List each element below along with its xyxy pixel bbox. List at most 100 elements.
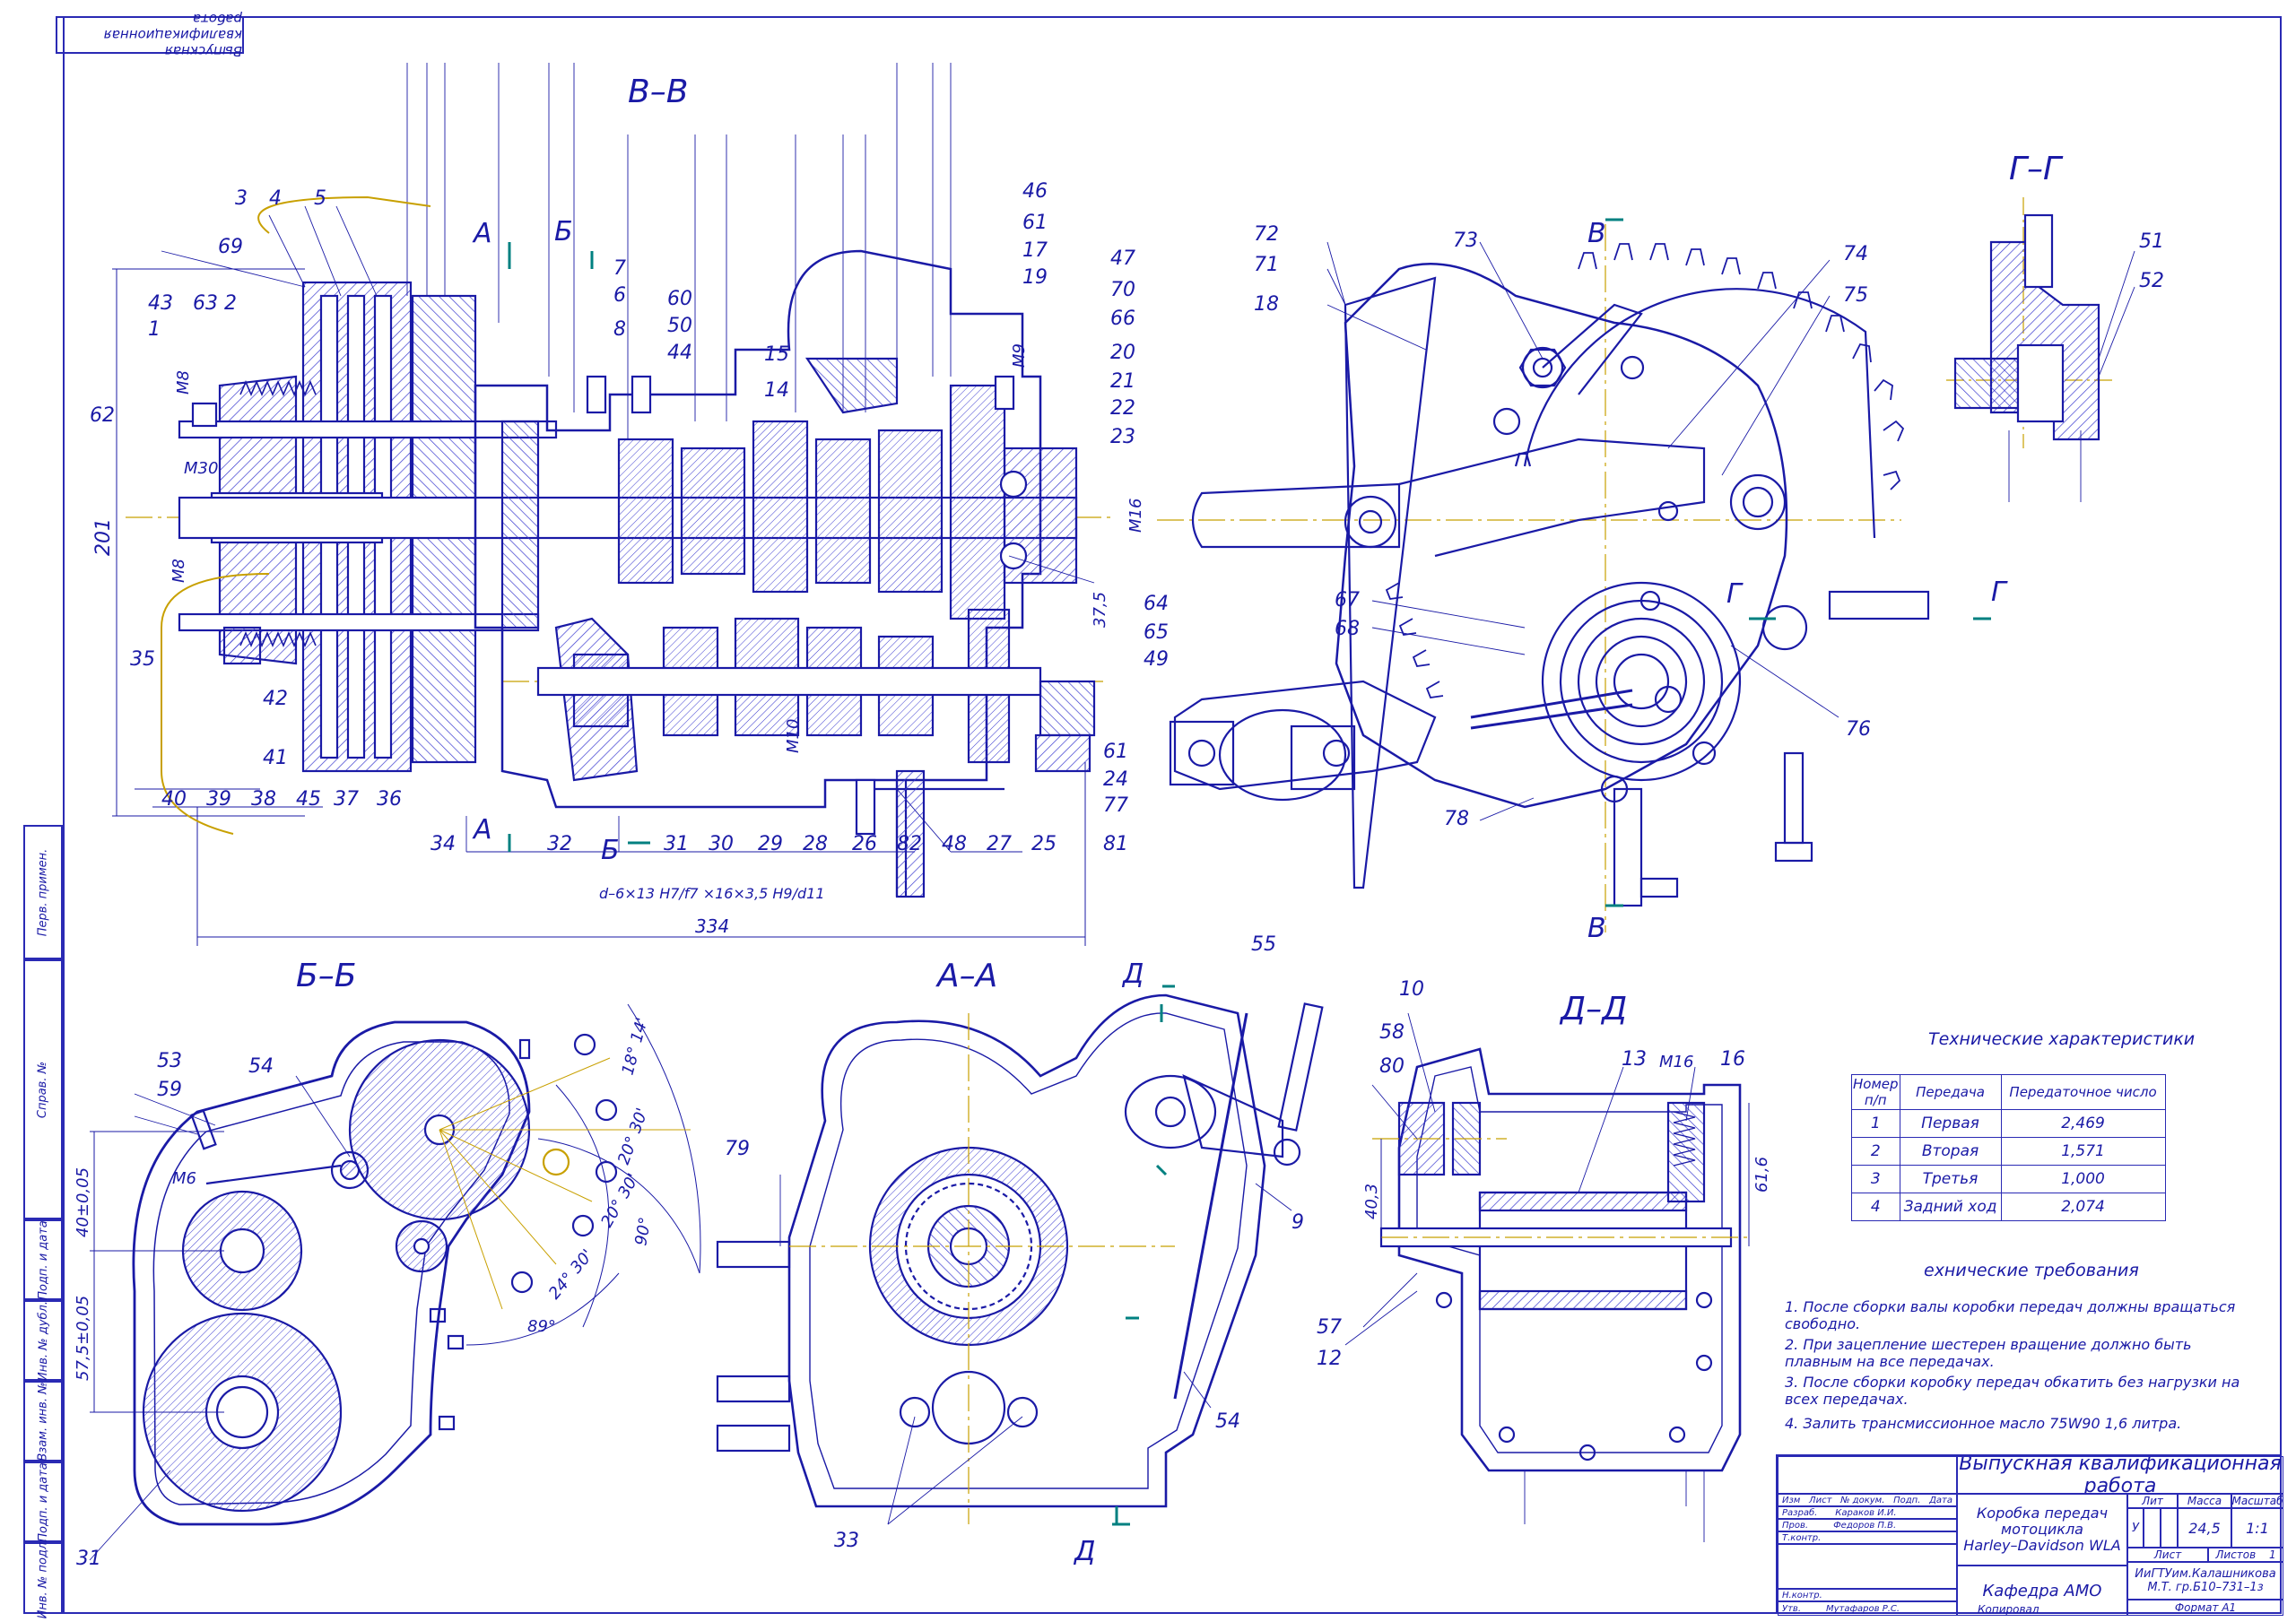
view-label-dd: Д–Д [1561,991,1628,1028]
callout-20: 20 [1110,342,1135,364]
callout-55: 55 [1251,933,1276,956]
dim-m8a: M8 [174,370,193,395]
callout-67: 67 [1335,589,1360,612]
callout-63: 1 [148,318,161,341]
callout-74: 74 [1843,243,1868,265]
th-ratio: Передаточное число [2000,1074,2166,1110]
dim-334: 334 [695,915,729,937]
callout-5: 5 [314,187,326,210]
tb-product-2: мотоцикла [2001,1521,2083,1538]
dim-37-5: 37,5 [1091,592,1109,628]
callout-77: 77 [1103,794,1128,817]
side-stamp-ref: Справ. № [23,959,63,1219]
view-label-vv: В–В [628,74,689,110]
requirement-3: 3. После сборки коробку передач обкатить… [1785,1374,2240,1408]
tb-row-head: Изм Лист № докум. Подп. Дата [1778,1494,1957,1506]
dim-m16: M16 [1126,499,1145,533]
callout-44: 44 [667,342,692,364]
tb-tkontr: Т.контр. [1782,1532,1822,1543]
table-row: 2 Вторая 1,571 [1851,1137,2166,1166]
tb-h-date: Дата [1929,1495,1952,1505]
side-stamp-dup: Инв. № дубл. [23,1300,63,1381]
callout-28: 28 [803,833,828,855]
dim-d6x13: d–6×13 H7/f7 ×16×3,5 H9/d11 [599,885,825,902]
section-mark-v-top: В [1587,218,1606,249]
side-stamp-replace: Взам. инв. № [23,1381,63,1462]
callout-80: 80 [1379,1055,1405,1078]
callout-21: 21 [1110,370,1135,393]
callout-48: 48 [942,833,967,855]
tb-nkontr: Н.контр. [1782,1590,1822,1600]
tb-scale-h: Масштаб [2231,1494,2283,1508]
callout-75: 75 [1843,284,1868,307]
section-mark-b-bottom: Б [601,835,620,866]
dim-ang-18: 18° 14' [619,1016,652,1078]
tb-row-empty [1778,1544,1957,1589]
callout-22: 22 [1110,397,1135,420]
tb-sheets-value: 1 [2268,1548,2276,1561]
callout-17: 17 [1022,239,1048,262]
dim-m16b: M16 [1659,1053,1693,1071]
callout-35: 35 [130,648,155,671]
callout-7: 7 [613,257,626,280]
callout-72: 72 [1254,223,1279,246]
dim-ang-90: 90° [631,1216,655,1247]
dim-ang-24: 24° 30' [545,1246,597,1304]
callout-33: 33 [834,1530,859,1552]
callout-61b: 61 [1103,741,1128,763]
tb-lit-h: Лит [2127,1494,2178,1508]
cell-gear: Третья [1899,1165,2002,1193]
cell-ratio: 2,074 [2000,1193,2166,1221]
callout-4: 4 [269,187,282,210]
callout-12: 12 [1317,1348,1342,1370]
callout-69: 69 [218,236,243,258]
cell-num: 3 [1851,1165,1900,1193]
tb-product: Коробка передач мотоцикла Harley–Davidso… [1957,1494,2127,1566]
callouts-bottom: 53 54 59 31 79 33 54 55 9 10 58 80 13 16… [76,933,1745,1570]
callout-49: 49 [1144,648,1169,671]
callout-54b: 54 [1215,1410,1240,1433]
callout-27: 27 [987,833,1012,855]
callout-38: 38 [251,788,276,811]
callout-15: 15 [764,343,789,366]
requirement-4: 4. Залить трансмиссионное масло 75W90 1,… [1785,1415,2182,1432]
cell-num: 4 [1851,1193,1900,1221]
cell-ratio: 1,571 [2000,1137,2166,1166]
tb-h-izm: Изм [1782,1495,1801,1505]
callout-70: 70 [1110,279,1135,301]
callout-79: 79 [725,1138,750,1160]
callout-16: 16 [1720,1048,1745,1071]
dim-m9: M9 [1010,343,1029,368]
tb-lit: У [2127,1508,2144,1548]
callout-13: 13 [1622,1048,1647,1071]
cell-num: 1 [1851,1109,1900,1138]
callout-60: 60 [667,288,692,310]
callout-18: 18 [1254,293,1279,316]
table-row: 4 Задний ход 2,074 [1851,1193,2166,1221]
callout-24: 24 [1103,768,1128,791]
callout-29: 29 [758,833,783,855]
dim-201: 201 [92,518,115,556]
callout-34: 34 [430,833,456,855]
callout-71: 71 [1254,254,1279,276]
callout-31b: 31 [76,1548,101,1570]
tb-h-doc: № докум. [1840,1495,1885,1505]
section-letters: А Б А Б В В Г Г Д Д [472,216,2008,1567]
table-row: 1 Первая 2,469 [1851,1109,2166,1138]
tb-utv: Утв. [1782,1603,1801,1614]
dim-m8b: M8 [170,559,188,583]
dim-m30: M30 [184,459,218,478]
callout-46: 46 [1022,180,1048,203]
tb-copied: Копировал [1978,1603,2039,1616]
tb-scale: 1:1 [2231,1508,2283,1548]
tb-row-nkontr: Н.контр. [1778,1589,1957,1601]
section-mark-b-top: Б [554,216,573,247]
callout-51: 51 [2139,230,2164,253]
tb-dept: Кафедра АМО [1957,1566,2127,1616]
callout-65: 65 [1144,621,1169,644]
dim-40: 40±0,05 [74,1167,92,1237]
gear-ratio-table: Номер п/п Передача Передаточное число 1 … [1851,1074,2166,1221]
view-label-gg: Г–Г [2009,151,2062,187]
